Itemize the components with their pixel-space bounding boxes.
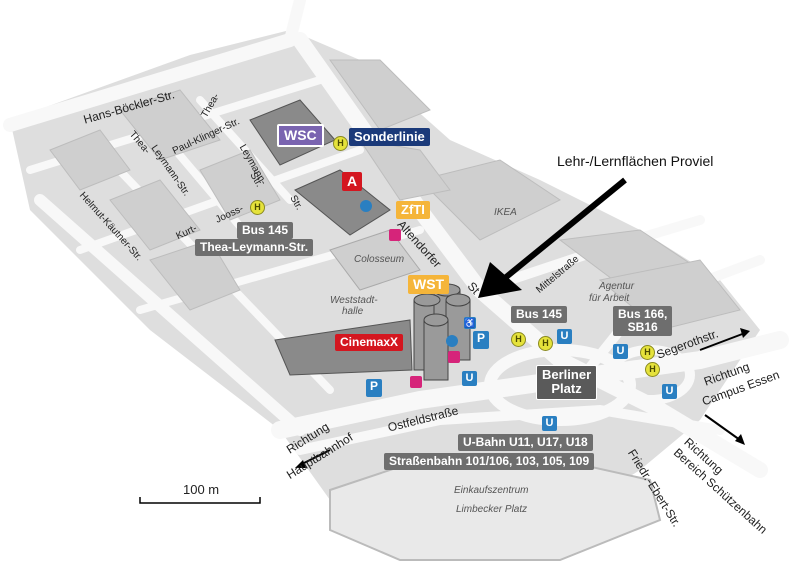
u-bahn-icon: U [613, 344, 628, 359]
bus-166-line-2: SB16 [627, 320, 658, 335]
wsc-label: WSC [277, 124, 324, 148]
cinemaxx-label: CinemaxX [335, 334, 404, 352]
bus-stop-icon: H [538, 336, 553, 351]
elevator-icon [389, 229, 401, 241]
colosseum-building [329, 229, 421, 291]
label-einkaufszentrum-2: Limbecker Platz [456, 504, 528, 515]
berliner-platz-label: Berliner Platz [536, 365, 598, 400]
a-building [294, 169, 391, 236]
label-agentur-1: Agentur [599, 281, 635, 292]
scale-bar [139, 497, 261, 504]
bus-stop-icon: H [333, 136, 348, 151]
bus-145-right-label: Bus 145 [511, 306, 568, 324]
label-ikea: IKEA [494, 207, 517, 218]
bus-stop-icon: H [511, 332, 526, 347]
sonderlinie-label: Sonderlinie [349, 128, 430, 147]
u-bahn-icon: U [662, 384, 677, 399]
wst-label: WST [408, 275, 450, 295]
bus-166-label: Bus 166, SB16 [613, 306, 673, 337]
info-icon [360, 200, 372, 212]
bus-stop-icon: H [640, 345, 655, 360]
u-bahn-icon: U [542, 416, 557, 431]
bus-stop-icon: H [250, 200, 265, 215]
strassenbahn-label: Straßenbahn 101/106, 103, 105, 109 [384, 453, 595, 471]
berliner-platz-line-1: Berliner [542, 367, 592, 382]
thea-leymann-stop-label: Thea-Leymann-Str. [195, 239, 314, 257]
elevator-icon [410, 376, 422, 388]
berliner-platz-line-2: Platz [551, 381, 582, 397]
parking-icon: P [366, 379, 382, 397]
ubahn-label: U-Bahn U11, U17, U18 [458, 434, 593, 452]
label-agentur-2: für Arbeit [589, 293, 630, 304]
label-einkaufszentrum-1: Einkaufszentrum [454, 485, 529, 496]
bus-stop-icon: H [645, 362, 660, 377]
zfti-label: ZfTI [396, 201, 430, 220]
bus-145-top-label: Bus 145 [237, 222, 294, 240]
label-weststadthalle-1: Weststadt- [330, 295, 378, 306]
parking-icon: P [473, 331, 489, 349]
scale-label: 100 m [183, 482, 220, 497]
label-colosseum: Colosseum [354, 254, 405, 265]
buildings-light [49, 59, 741, 331]
info-icon [446, 335, 458, 347]
berliner-platz-roundabout [484, 344, 636, 426]
u-bahn-icon: U [557, 329, 572, 344]
accessible-icon: ♿ [464, 317, 476, 329]
annotation-arrow [503, 177, 627, 281]
u-bahn-icon: U [462, 371, 477, 386]
elevator-icon [448, 351, 460, 363]
bus-166-line-1: Bus 166, [618, 307, 668, 321]
a-label: A [342, 172, 363, 192]
label-weststadthalle-2: halle [342, 306, 364, 317]
annotation-lehr-lernflaechen: Lehr-/Lernflächen Proviel [557, 153, 714, 169]
